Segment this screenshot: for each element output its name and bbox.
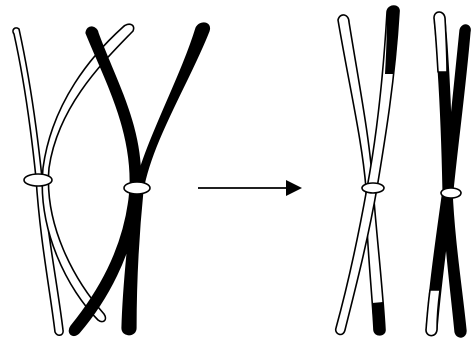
centromere-recombinant-b [441,188,461,198]
centromere-recombinant-a [362,183,384,193]
after-crossing-over-panel [336,6,471,337]
before-crossing-over-panel [13,23,210,335]
recombinant-b-light-tip-bottom [426,290,440,336]
process-arrow [198,180,302,196]
centromere-light [24,174,52,186]
centromere-dark [124,182,150,194]
recombinant-a-dark-tip-top [385,6,399,74]
recombinant-b-light-tip-top [434,12,447,72]
arrow-head [286,180,302,196]
